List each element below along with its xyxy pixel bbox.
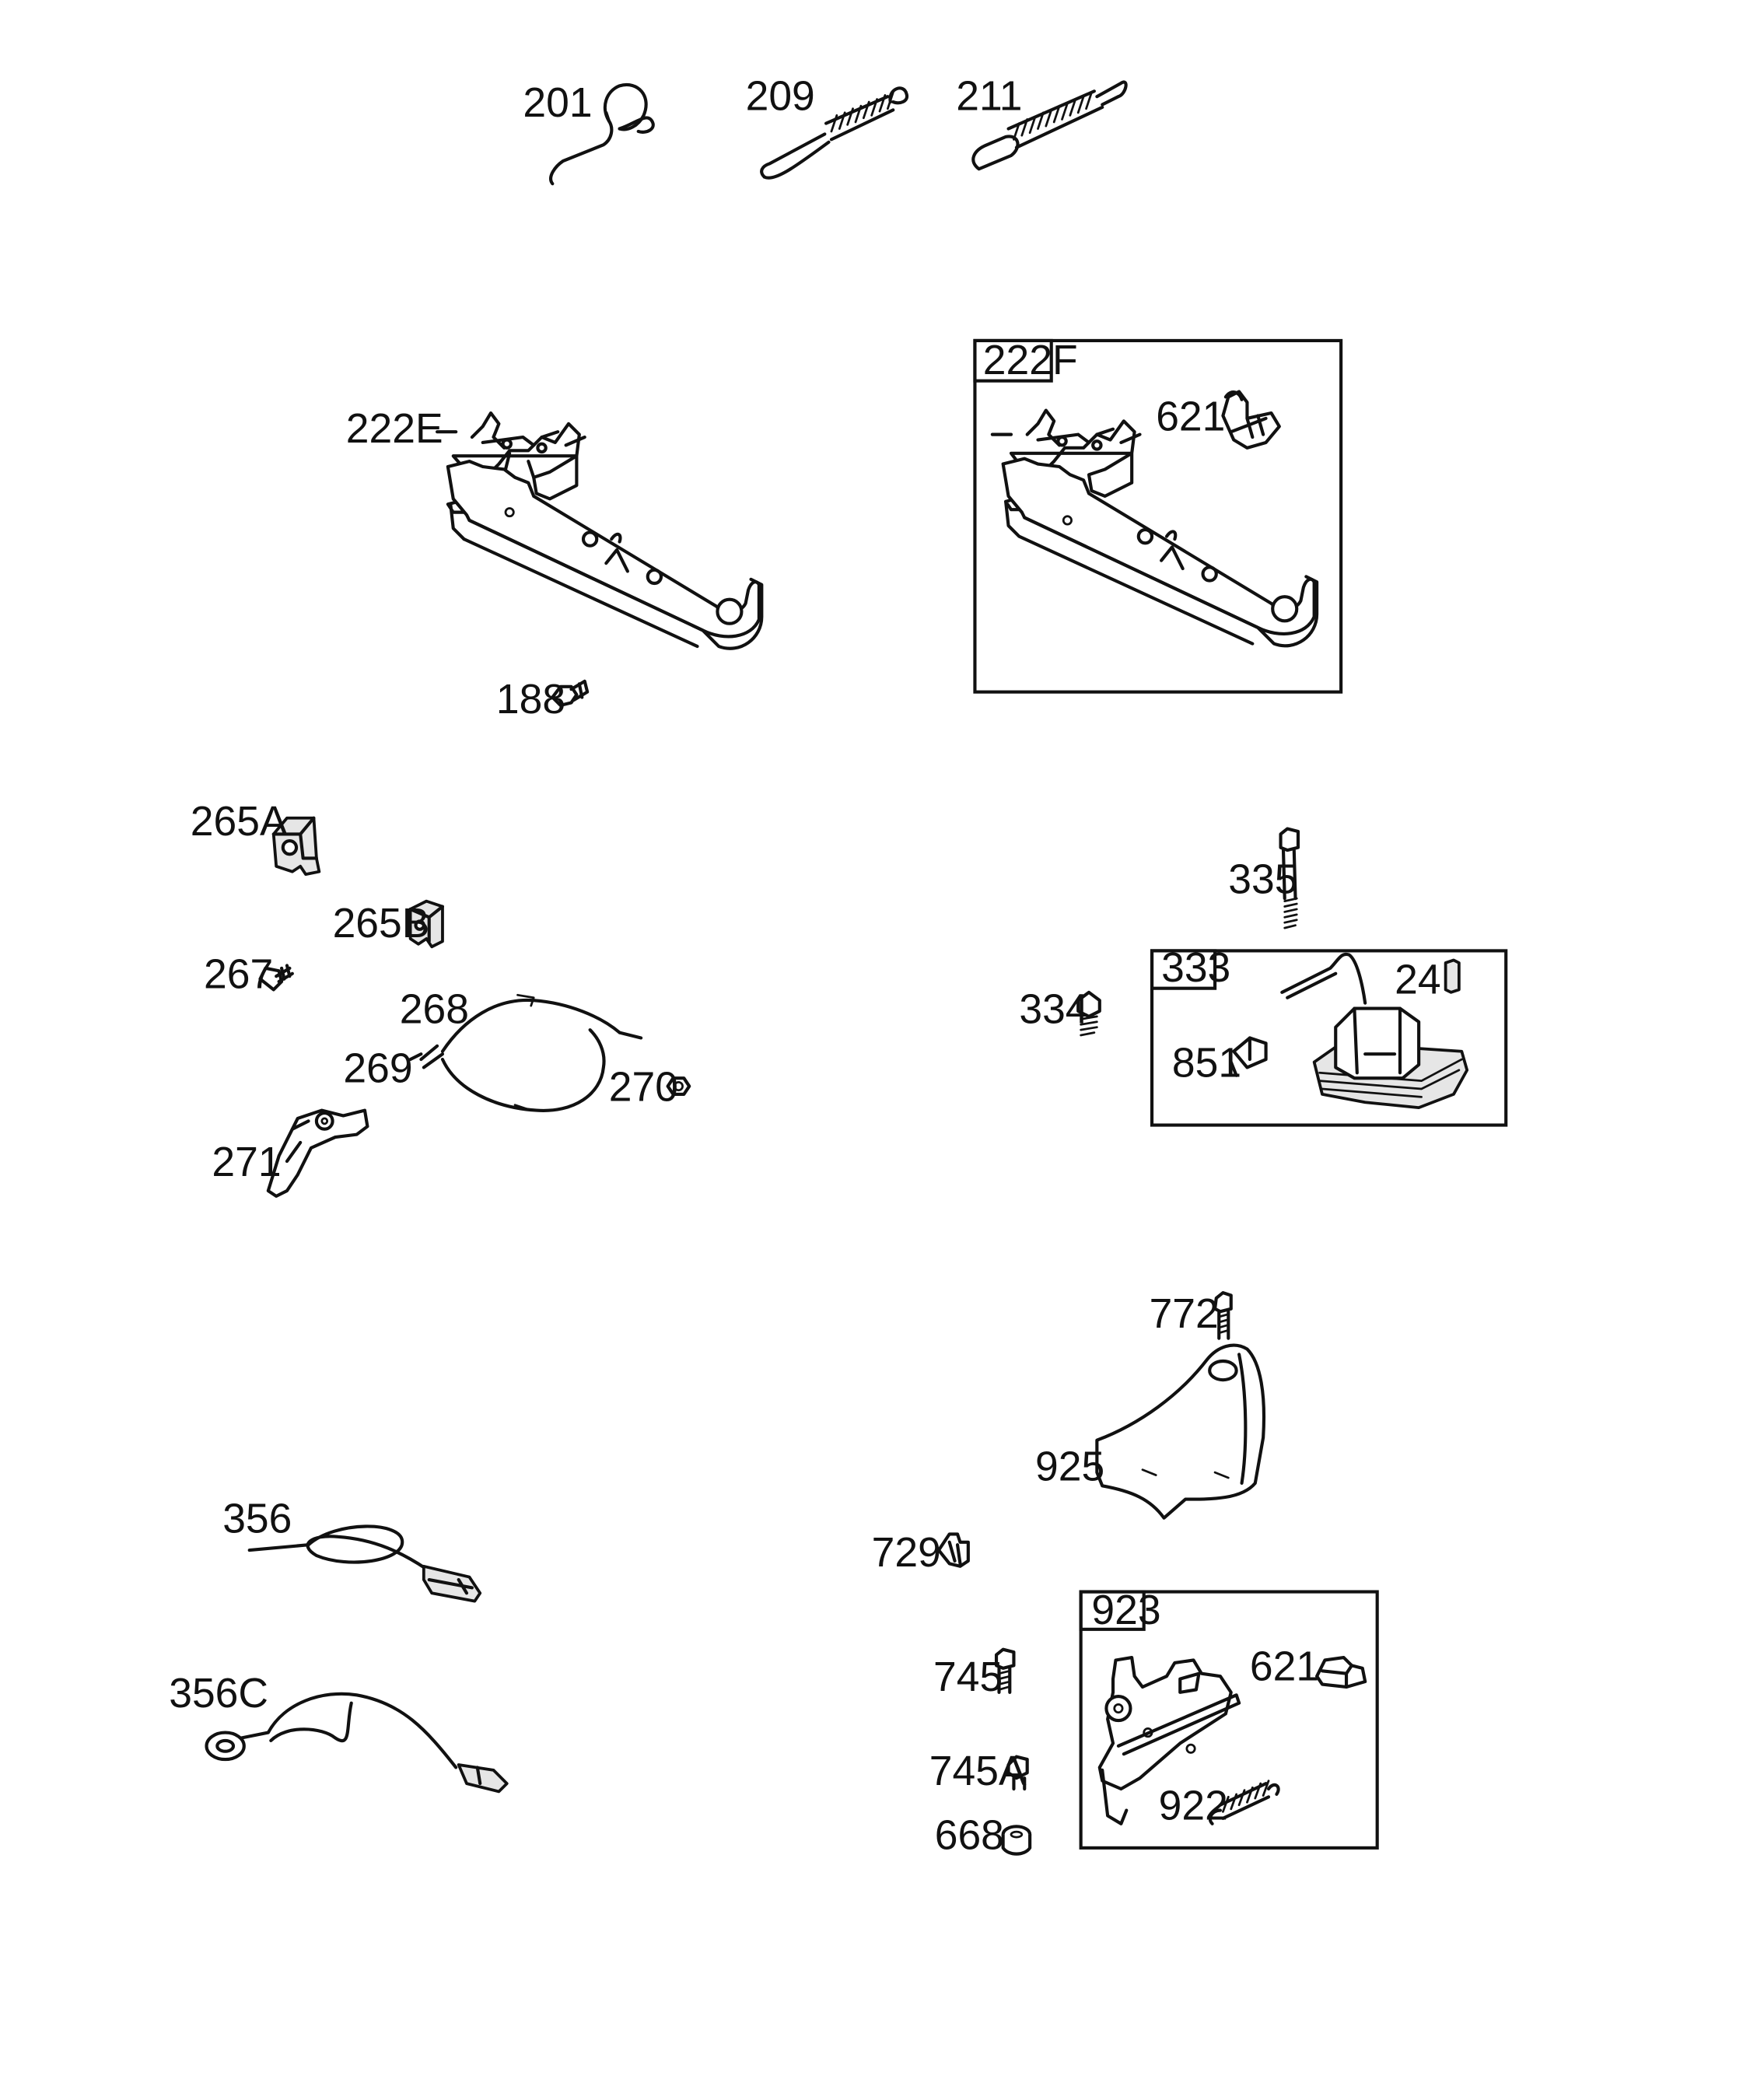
callout-745: 745 (933, 1654, 1003, 1700)
part-335-bolt (1279, 827, 1300, 929)
callout-270: 270 (609, 1065, 678, 1111)
part-222E-control-bracket (436, 411, 764, 650)
part-729-clip (936, 1532, 970, 1568)
part-268-throttle-cable (408, 993, 643, 1112)
callout-621-top: 621 (1156, 394, 1225, 439)
part-188-screw (551, 679, 590, 707)
callout-271: 271 (212, 1139, 281, 1185)
callout-334: 334 (1019, 987, 1088, 1033)
box-label-333 (1150, 949, 1217, 990)
callout-201: 201 (523, 80, 592, 126)
callout-923: 923 (1091, 1587, 1160, 1633)
part-356-ground-wire (247, 1524, 482, 1603)
callout-925: 925 (1035, 1444, 1104, 1489)
box-923 (1079, 1590, 1379, 1850)
callout-851: 851 (1172, 1040, 1241, 1086)
box-333 (1150, 949, 1508, 1127)
part-334-screw (1076, 990, 1101, 1037)
part-621-clip-lower (1315, 1655, 1367, 1689)
callout-211: 211 (956, 73, 1022, 119)
box-label-923 (1079, 1590, 1146, 1631)
callout-269: 269 (343, 1045, 412, 1091)
part-745A-screw (1006, 1755, 1029, 1791)
callout-356: 356 (222, 1496, 292, 1542)
part-270-nut (666, 1076, 691, 1096)
part-265A-cable-clamp (271, 816, 321, 877)
part-922-spring (1208, 1780, 1280, 1825)
part-24-key (1444, 958, 1461, 994)
callout-356C: 356C (169, 1671, 268, 1717)
callout-335: 335 (1228, 856, 1297, 902)
part-222F-control-bracket (990, 408, 1319, 648)
part-333-ignition-armature (1280, 952, 1469, 1110)
part-851-terminal (1229, 1036, 1268, 1077)
callout-333: 333 (1161, 945, 1230, 991)
part-211-spring (971, 80, 1128, 171)
box-label-222F (973, 338, 1053, 383)
callout-265B: 265B (333, 901, 430, 947)
part-265B-cable-clamp (408, 899, 445, 949)
callout-24: 24 (1395, 957, 1440, 1003)
part-621-clip (1221, 390, 1281, 450)
part-267-screw (258, 964, 294, 992)
callout-267: 267 (204, 952, 273, 998)
callout-268: 268 (400, 987, 469, 1033)
part-925-shield (1095, 1343, 1266, 1520)
callout-668: 668 (935, 1813, 1004, 1859)
part-271-throttle-lever (266, 1108, 369, 1198)
callout-745A: 745A (929, 1748, 1027, 1794)
callout-729: 729 (872, 1530, 941, 1576)
callout-621-lower: 621 (1250, 1643, 1319, 1689)
callout-222F: 222F (983, 338, 1078, 383)
box-222F (973, 338, 1343, 694)
part-201-spring (549, 82, 655, 186)
part-772-screw (1213, 1290, 1233, 1340)
callout-222E: 222E (346, 406, 443, 452)
part-923-control-plate (1097, 1655, 1241, 1825)
callout-922: 922 (1159, 1783, 1228, 1829)
part-209-spring (760, 86, 909, 180)
callout-188: 188 (496, 677, 565, 723)
part-668-bushing (1001, 1825, 1032, 1856)
callout-209: 209 (746, 73, 815, 119)
part-745-screw (994, 1647, 1016, 1694)
callout-265A: 265A (191, 799, 288, 845)
part-356C-ground-wire (205, 1692, 509, 1794)
callout-772: 772 (1150, 1291, 1219, 1337)
